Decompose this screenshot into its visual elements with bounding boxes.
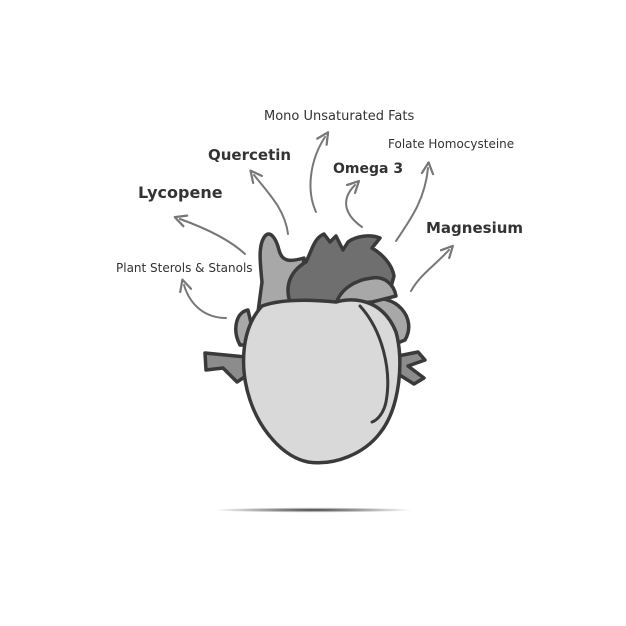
label-folate-homocysteine: Folate Homocysteine — [388, 137, 514, 151]
heart-illustration — [203, 232, 427, 465]
left-side-vessel — [203, 351, 248, 384]
heart-body — [241, 298, 402, 465]
arrows — [173, 131, 454, 319]
arrow-plant-sterols — [179, 278, 227, 319]
arrow-lycopene — [173, 214, 246, 255]
arrow-folate — [395, 161, 435, 242]
arrow-mono-unsaturated — [309, 131, 330, 213]
label-omega-3: Omega 3 — [333, 161, 403, 177]
right-side-vessel — [396, 350, 427, 386]
heart-shadow — [213, 507, 413, 513]
label-mono-unsaturated-fats: Mono Unsaturated Fats — [264, 109, 414, 124]
arrow-magnesium — [410, 244, 454, 292]
arrow-omega-3 — [345, 179, 363, 228]
label-magnesium: Magnesium — [426, 219, 523, 237]
labels: Mono Unsaturated Fats Folate Homocystein… — [116, 109, 523, 275]
pulmonary-artery — [334, 275, 398, 306]
arrow-quercetin — [249, 169, 289, 235]
label-plant-sterols-stanols: Plant Sterols & Stanols — [116, 261, 253, 275]
label-lycopene: Lycopene — [138, 183, 223, 202]
label-quercetin: Quercetin — [208, 146, 291, 164]
heart-seam — [358, 304, 390, 424]
